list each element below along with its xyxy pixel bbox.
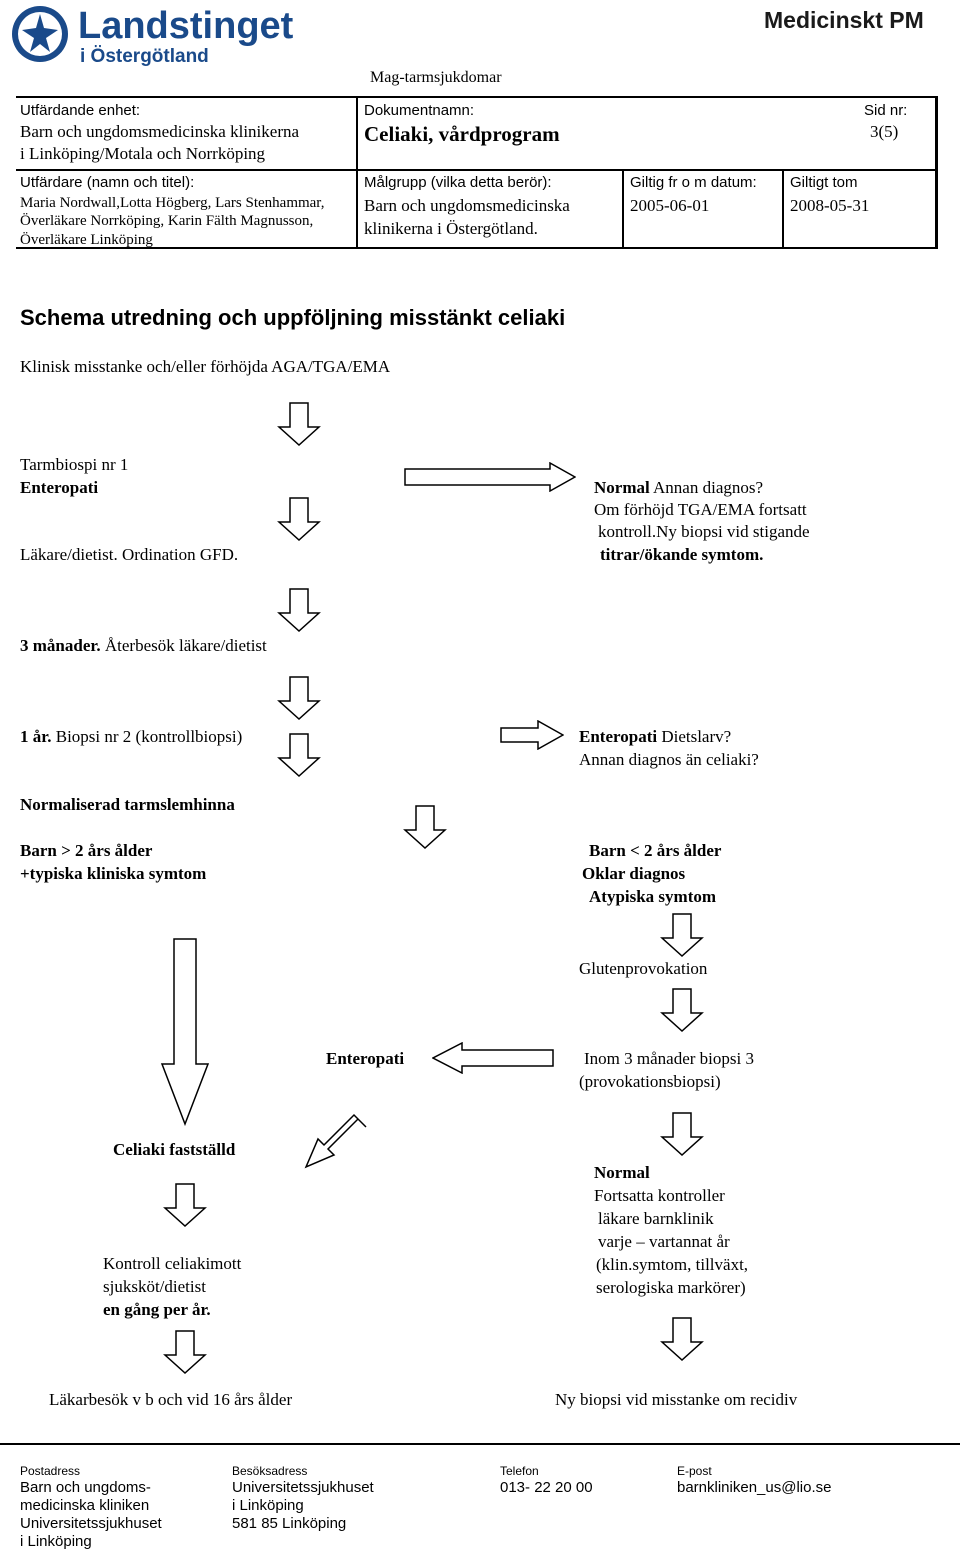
down-arrow-icon (403, 805, 447, 849)
branch-normal: Normal Annan diagnos? (594, 478, 764, 497)
step-enteropathy: Enteropati (20, 478, 99, 497)
typical-symptoms: +typiska kliniska symtom (20, 864, 207, 883)
step-enteropathy3: Enteropati (326, 1049, 405, 1068)
step-normalized: Normaliserad tarmslemhinna (20, 795, 235, 814)
down-arrow-icon (660, 1317, 704, 1361)
normal2-title: Normal (594, 1163, 650, 1182)
issuing-unit-value: Barn och ungdomsmedicinska klinikerna (20, 122, 300, 141)
document-name: Celiaki, vårdprogram (364, 122, 560, 146)
down-arrow-icon (163, 1183, 207, 1227)
footer-postal-line2: medicinska kliniken (20, 1497, 150, 1514)
unclear-diagnosis: Oklar diagnos (582, 864, 686, 883)
down-arrow-icon (277, 402, 321, 446)
logo-wordmark: Landstinget (78, 5, 294, 47)
down-arrow-icon (277, 588, 321, 632)
footer-visit-line1: Universitetssjukhuset (232, 1479, 374, 1496)
control-line2: sjuksköt/dietist (103, 1277, 206, 1296)
valid-from-label: Giltig fr o m datum: (630, 174, 757, 191)
footer-visit-line3: 581 85 Linköping (232, 1515, 347, 1532)
page-number-label: Sid nr: (864, 102, 908, 119)
down-arrow-icon (277, 497, 321, 541)
footer-visit-line2: i Linköping (232, 1497, 304, 1514)
branch-enteropathy2-line2: Annan diagnos än celiaki? (579, 750, 759, 769)
valid-from-date: 2005-06-01 (630, 196, 710, 215)
issuer-line2: Överläkare Norrköping, Karin Fälth Magnu… (20, 213, 314, 229)
control-line3: en gång per år. (103, 1300, 211, 1319)
left-arrow-icon (432, 1042, 554, 1074)
logo-subtitle: i Östergötland (80, 46, 209, 67)
branch-enteropathy2: Enteropati Dietslarv? (579, 727, 732, 746)
right-arrow-icon (500, 720, 564, 750)
down-arrow-icon (277, 676, 321, 720)
normal2-line3: läkare barnklinik (598, 1209, 714, 1228)
normal2-line6: serologiska markörer) (596, 1278, 746, 1297)
schema-title: Schema utredning och uppföljning misstän… (20, 305, 566, 330)
page-number: 3(5) (870, 122, 899, 141)
biopsy3-line1: Inom 3 månader biopsi 3 (584, 1049, 754, 1068)
document-category: Mag-tarmsjukdomar (370, 69, 502, 86)
issuer-label: Utfärdare (namn och titel): (20, 174, 195, 191)
document-name-label: Dokumentnamn: (364, 102, 475, 119)
step-gfd: Läkare/dietist. Ordination GFD. (20, 545, 239, 564)
down-arrow-icon (277, 733, 321, 777)
footer-divider (0, 1443, 960, 1445)
footer-postal-label: Postadress (20, 1464, 81, 1478)
step-biopsy1: Tarmbiospi nr 1 (20, 455, 129, 474)
child-over-2: Barn > 2 års ålder (20, 841, 153, 860)
child-under-2: Barn < 2 års ålder (589, 841, 722, 860)
step-suspicion: Klinisk misstanke och/eller förhöjda AGA… (20, 357, 391, 376)
footer-postal-line4: i Linköping (20, 1533, 92, 1550)
issuing-unit-value-line2: i Linköping/Motala och Norrköping (20, 144, 266, 163)
atypical-symptoms: Atypiska symtom (589, 887, 717, 906)
normal2-line4: varje – vartannat år (598, 1232, 730, 1251)
new-biopsy: Ny biopsi vid misstanke om recidiv (555, 1390, 798, 1409)
gluten-provocation: Glutenprovokation (579, 959, 708, 978)
biopsy3-line2: (provokationsbiopsi) (579, 1072, 721, 1091)
diagonal-arrow-icon (304, 1113, 367, 1169)
branch-normal-line4: titrar/ökande symtom. (600, 545, 764, 564)
issuer-line3: Överläkare Linköping (20, 232, 153, 248)
footer-postal-line3: Universitetssjukhuset (20, 1515, 162, 1532)
issuer-line1: Maria Nordwall,Lotta Högberg, Lars Stenh… (20, 195, 325, 211)
celiac-confirmed: Celiaki fastställd (113, 1140, 236, 1159)
step-one-year: 1 år. Biopsi nr 2 (kontrollbiopsi) (20, 727, 243, 746)
branch-normal-line2: Om förhöjd TGA/EMA fortsatt (594, 500, 807, 519)
branch-normal-line3: kontroll.Ny biopsi vid stigande (598, 522, 810, 541)
footer-phone-label: Telefon (500, 1464, 539, 1478)
target-group-line1: Barn och ungdomsmedicinska (364, 196, 570, 215)
normal2-line5: (klin.symtom, tillväxt, (596, 1255, 749, 1274)
doctor-visit: Läkarbesök v b och vid 16 års ålder (49, 1390, 293, 1409)
down-arrow-icon (163, 1330, 207, 1374)
down-arrow-icon (660, 988, 704, 1032)
landstinget-logo-icon (12, 6, 68, 62)
footer-email[interactable]: barnkliniken_us@lio.se (677, 1479, 832, 1496)
long-down-arrow-icon (160, 938, 210, 1126)
right-arrow-icon (404, 462, 576, 492)
target-group-label: Målgrupp (vilka detta berör): (364, 174, 552, 191)
footer-visit-label: Besöksadress (232, 1464, 308, 1478)
footer-phone: 013- 22 20 00 (500, 1479, 593, 1496)
valid-to-label: Giltigt tom (790, 174, 858, 191)
step-three-months: 3 månader. Återbesök läkare/dietist (20, 636, 267, 655)
valid-to-date: 2008-05-31 (790, 196, 870, 215)
down-arrow-icon (660, 1112, 704, 1156)
document-type: Medicinskt PM (764, 7, 924, 33)
control-line1: Kontroll celiakimott (103, 1254, 242, 1273)
footer-email-label: E-post (677, 1464, 712, 1478)
target-group-line2: klinikerna i Östergötland. (364, 219, 538, 238)
normal2-line2: Fortsatta kontroller (594, 1186, 725, 1205)
footer-postal-line1: Barn och ungdoms- (20, 1479, 151, 1496)
issuing-unit-label: Utfärdande enhet: (20, 102, 141, 119)
down-arrow-icon (660, 913, 704, 957)
